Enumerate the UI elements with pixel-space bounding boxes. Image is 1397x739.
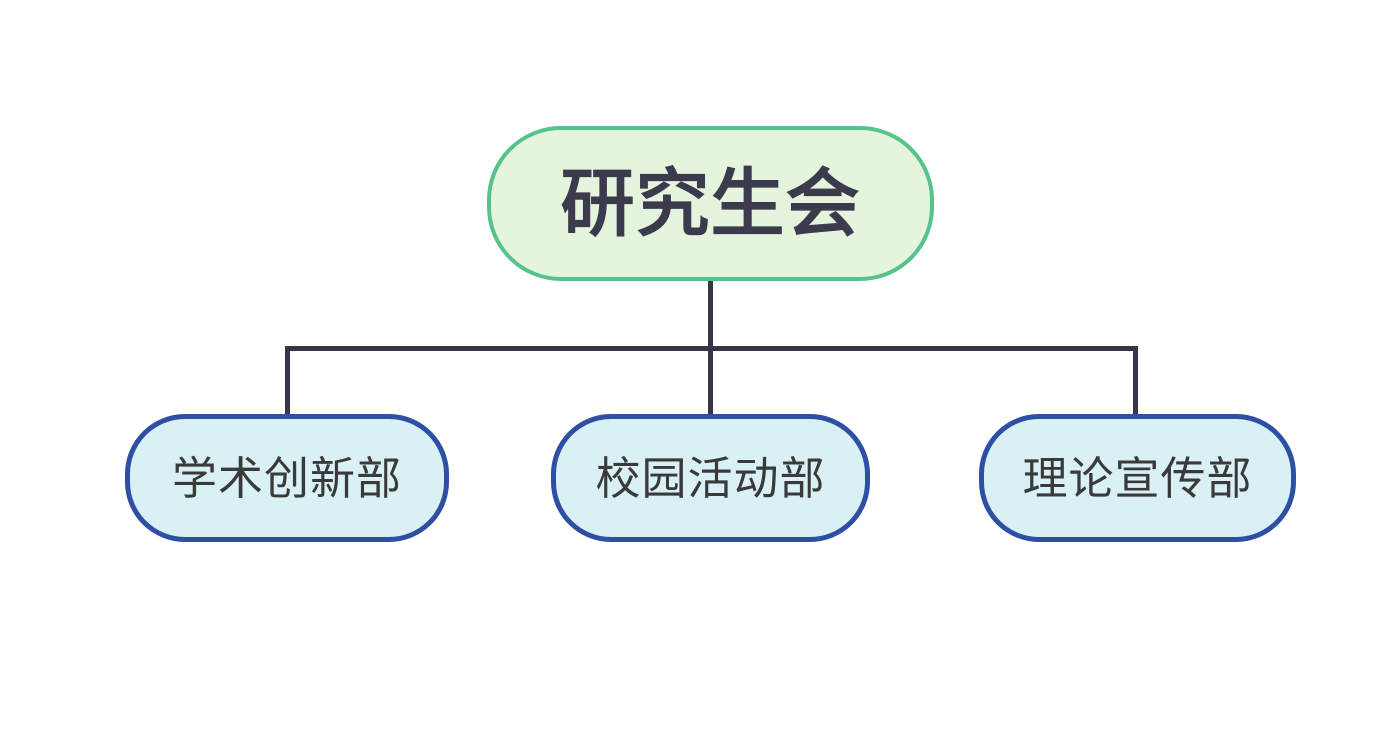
connector-drop-middle xyxy=(708,346,713,416)
node-root-label: 研究生会 xyxy=(560,160,861,247)
node-child-label: 校园活动部 xyxy=(595,452,826,504)
connector-root-stem xyxy=(708,279,713,349)
node-child-label: 学术创新部 xyxy=(171,452,402,504)
connector-drop-right xyxy=(1133,346,1138,416)
connector-drop-left xyxy=(285,346,290,416)
node-child-academic-innovation[interactable]: 学术创新部 xyxy=(125,414,449,542)
node-root[interactable]: 研究生会 xyxy=(487,126,934,281)
node-child-theory-publicity[interactable]: 理论宣传部 xyxy=(979,414,1296,542)
node-child-campus-activities[interactable]: 校园活动部 xyxy=(551,414,870,542)
node-child-label: 理论宣传部 xyxy=(1022,452,1253,504)
